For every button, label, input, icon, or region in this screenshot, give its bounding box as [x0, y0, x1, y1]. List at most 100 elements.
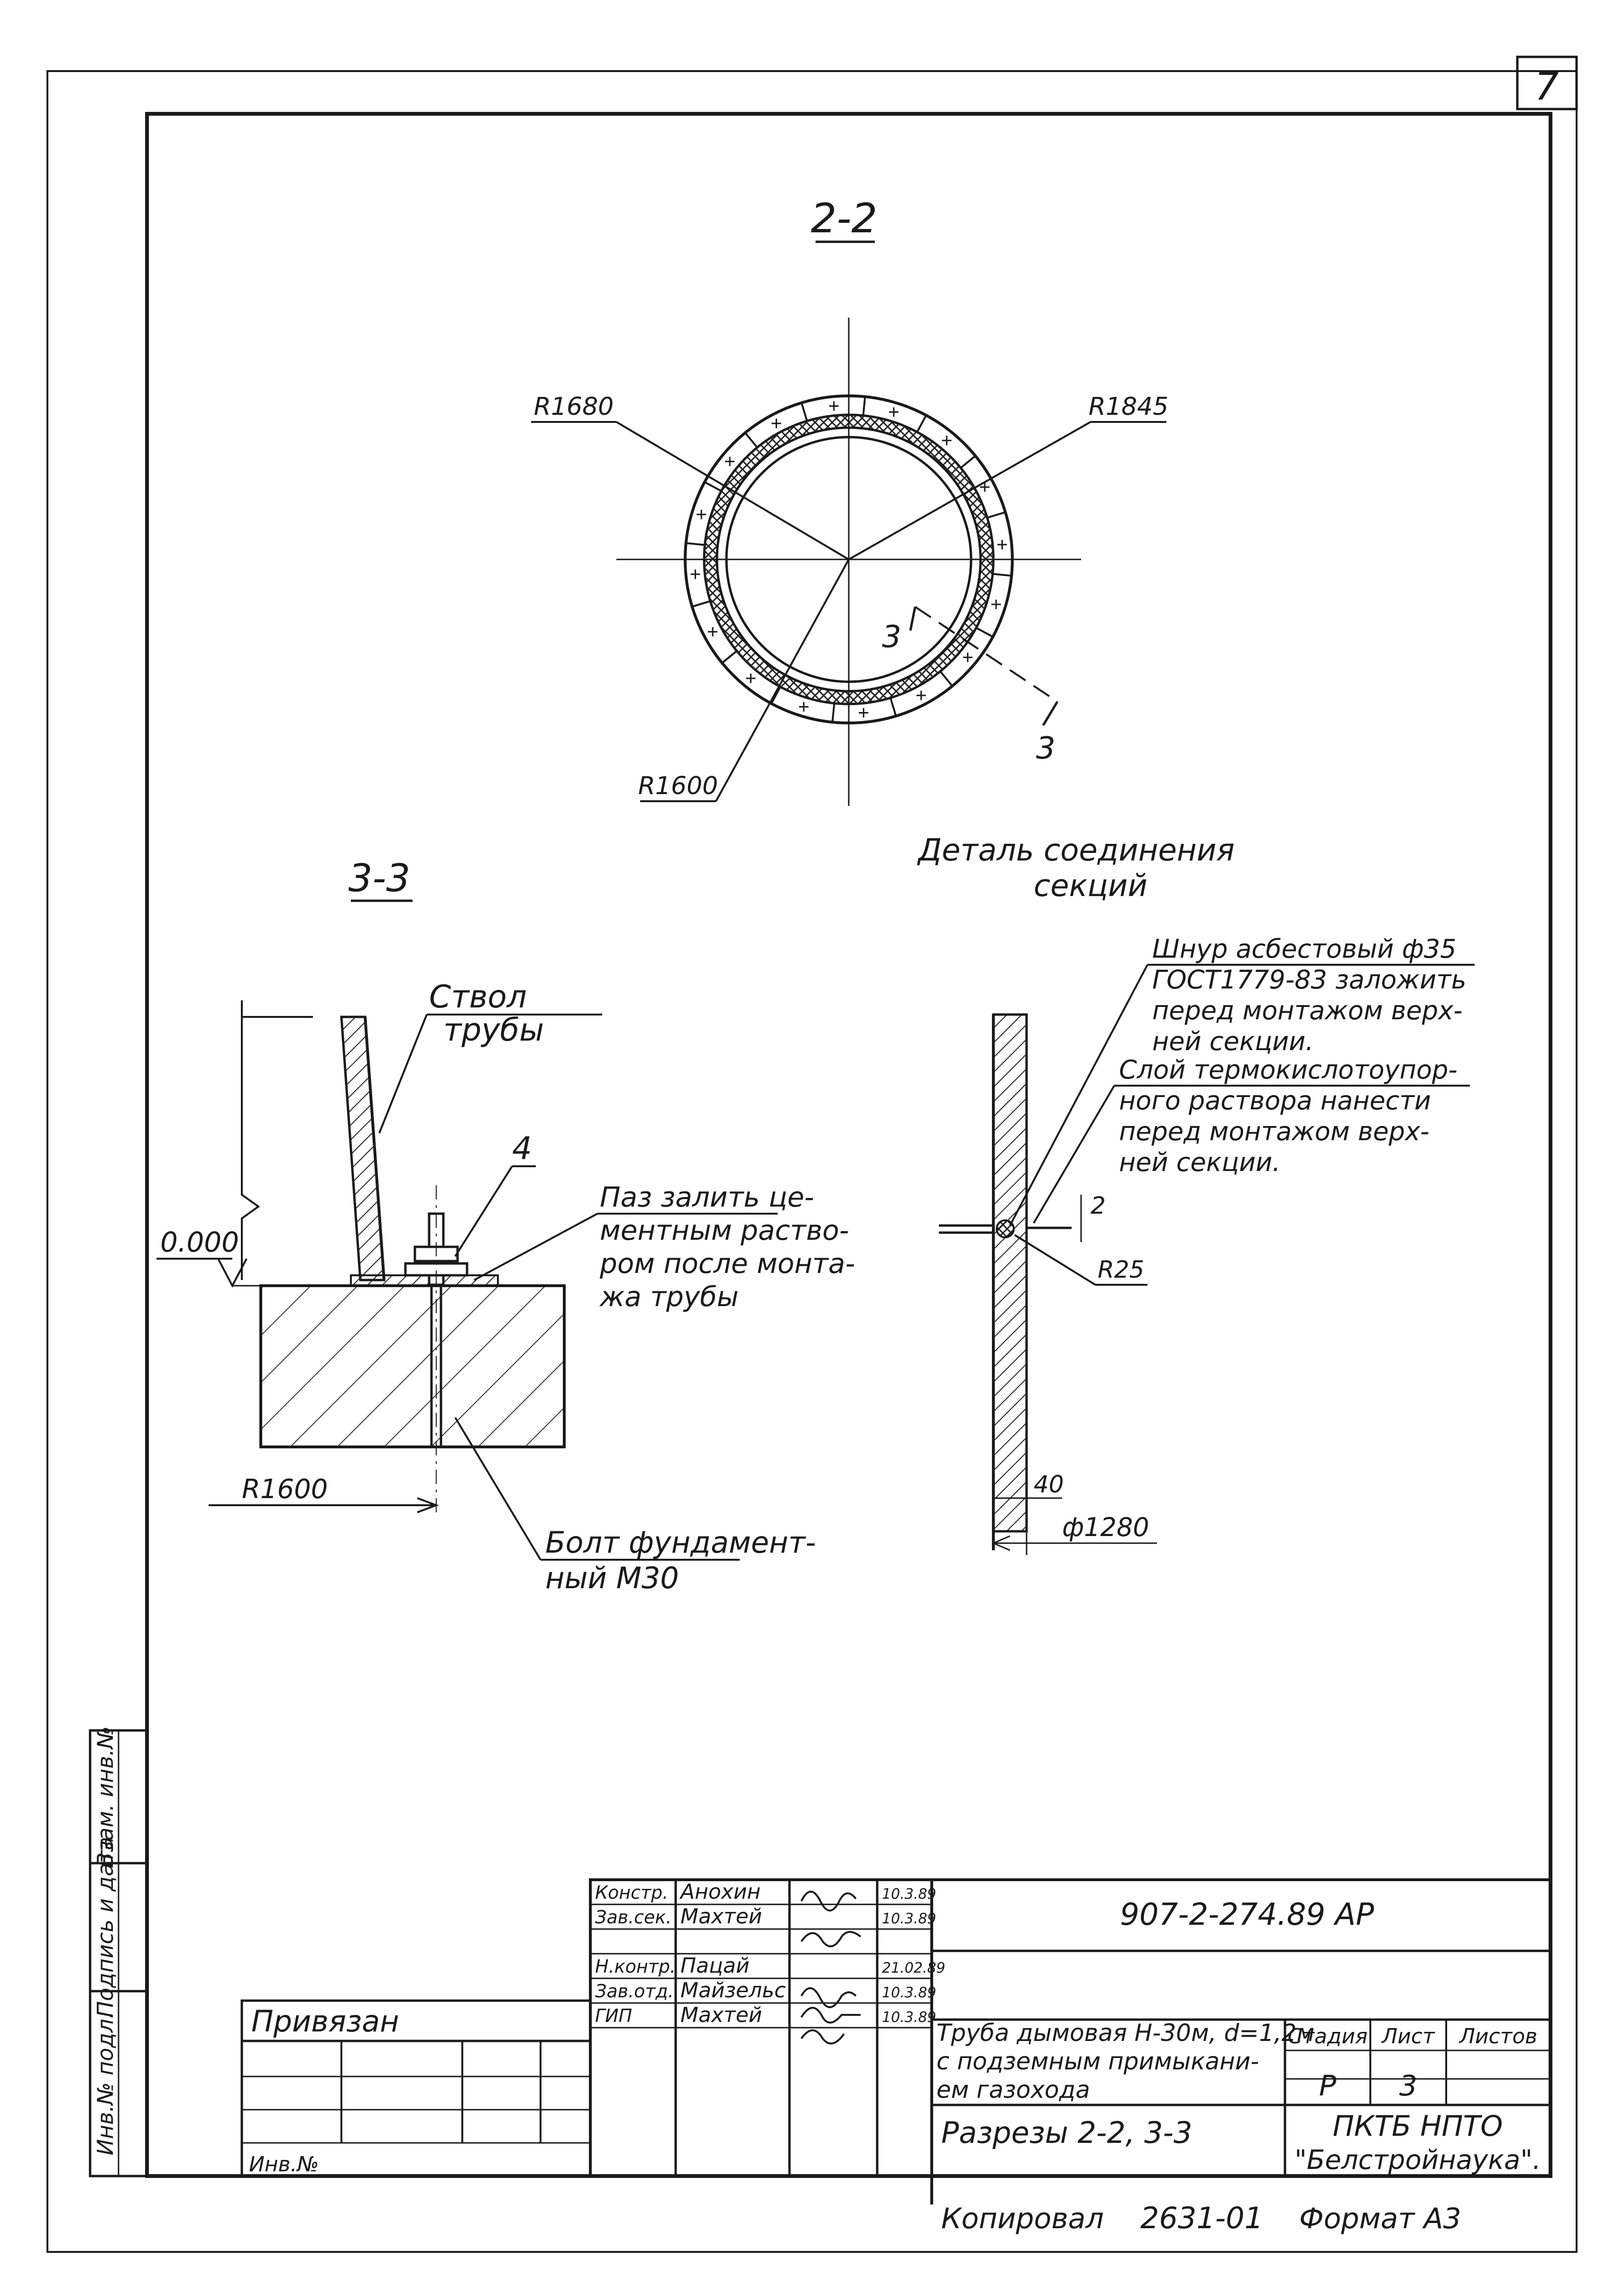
date-cell: 10.3.89	[882, 1886, 936, 1903]
stage-value: Р	[1319, 2069, 1337, 2103]
ring-plus-mark	[708, 627, 718, 637]
cut-mark-upper: 3	[882, 620, 901, 655]
grout-note-3: ром после монта-	[599, 1247, 855, 1280]
cord-note-2: ГОСТ1779-83 заложить	[1152, 965, 1466, 995]
ring-tick	[992, 573, 1012, 577]
radius-r1600-section: R1600	[242, 1474, 328, 1505]
sheet-header: Лист	[1381, 2024, 1435, 2049]
date-cell: 10.3.89	[882, 1985, 936, 2001]
shaft-label-1: Ствол	[429, 979, 527, 1015]
object-line-3: ем газохода	[936, 2076, 1090, 2104]
sheet-number: 7	[1535, 64, 1559, 109]
role-cell: Зав.сек.	[595, 1907, 671, 1928]
dim-small-2: 2	[1091, 1192, 1106, 1219]
shaft-label-2: трубы	[443, 1012, 544, 1048]
ring-plus-mark	[997, 540, 1007, 549]
ring-tick	[771, 686, 781, 704]
ring-plus-mark	[942, 436, 952, 446]
side-stamp-inv: Инв.№ подл.	[92, 2012, 118, 2156]
ring-tick	[692, 600, 711, 608]
ring-plus-mark	[799, 702, 809, 712]
level-mark: 0.000	[160, 1226, 239, 1258]
radius-r1680: R1680	[534, 393, 614, 421]
object-line-1: Труба дымовая Н-30м, d=1,2м	[936, 2019, 1314, 2047]
mortar-note-2: ного раствора нанести	[1119, 1086, 1431, 1116]
name-cell: Анохин	[679, 1880, 761, 1904]
sheets-header: Листов	[1459, 2024, 1537, 2049]
cut-mark-lower: 3	[1036, 731, 1055, 766]
radius-r1600: R1600	[638, 772, 718, 800]
sheet-value: 3	[1399, 2069, 1417, 2103]
cord-note-3: перед монтажом верх-	[1152, 996, 1463, 1025]
ring-plus-mark	[725, 457, 735, 467]
diameter-1280: ф1280	[1062, 1512, 1149, 1542]
detail-title-2: секций	[1034, 869, 1147, 904]
ring-plus-mark	[991, 599, 1001, 609]
privyazan-label: Привязан	[251, 2004, 399, 2039]
drawing-title: Разрезы 2-2, 3-3	[941, 2115, 1192, 2150]
callout-4: 4	[512, 1130, 532, 1167]
inv-label: Инв.№	[249, 2152, 319, 2177]
ring-tick	[744, 432, 758, 448]
ring-tick	[831, 703, 835, 723]
object-line-2: с подземным примыкани-	[936, 2048, 1259, 2075]
side-stamp-sign: Подпись и дата	[92, 1837, 118, 2017]
footer-format: Формат А3	[1299, 2202, 1461, 2235]
ring-plus-mark	[771, 419, 781, 429]
date-cell: 21.02.89	[882, 1960, 945, 1976]
ring-tick	[975, 627, 993, 638]
ring-plus-mark	[690, 569, 700, 579]
section-3-3: 3-3 Ствол трубы 4 Паз залить це- мент	[156, 856, 855, 1595]
radius-r1845: R1845	[1089, 393, 1168, 421]
bolt-label-2: ный М30	[545, 1561, 679, 1595]
ring-section-ticks	[686, 396, 1012, 723]
name-cell: Пацай	[680, 1954, 750, 1978]
role-cell: Н.контр.	[595, 1956, 676, 1977]
footer-copied: Копировал	[941, 2202, 1104, 2235]
ring-plus-mark	[697, 510, 706, 520]
signatures	[800, 1891, 862, 2045]
stage-header: Стадия	[1288, 2024, 1368, 2049]
org-line-2: "Белстройнаука".	[1294, 2145, 1541, 2176]
name-cell: Махтей	[680, 2003, 762, 2027]
ring-tick	[862, 396, 866, 416]
detail-title-1: Деталь соединения	[917, 833, 1235, 868]
doc-code: 907-2-274.89 АР	[1120, 1897, 1374, 1932]
radius-r25: R25	[1098, 1256, 1144, 1283]
ring-tick	[704, 481, 722, 492]
role-cell: Зав.отд.	[595, 1981, 674, 2002]
ring-plus-mark	[829, 401, 839, 411]
cord-note-1: Шнур асбестовый ф35	[1152, 934, 1457, 964]
section-2-2-title: 2-2	[811, 195, 877, 242]
mortar-note-4: ней секции.	[1119, 1147, 1280, 1177]
dim-wall-40: 40	[1034, 1471, 1064, 1498]
bolt-label-1: Болт фундамент-	[545, 1525, 816, 1560]
detail-section-joint: Деталь соединения секций Шнур асбестовый…	[917, 833, 1475, 1555]
footer-code: 2631-01	[1140, 2201, 1263, 2235]
mortar-note-3: перед монтажом верх-	[1119, 1116, 1430, 1146]
ring-tick	[987, 511, 1006, 519]
grout-note-2: ментным раство-	[600, 1214, 849, 1246]
ring-plus-mark	[746, 673, 756, 683]
date-cell: 10.3.89	[882, 1911, 936, 1927]
section-2-2: 2-2 R1680 R1845 R1600 3 3	[531, 195, 1168, 806]
mortar-note-1: Слой термокислотоупор-	[1119, 1055, 1458, 1085]
ring-plus-mark	[916, 690, 926, 700]
role-cell: ГИП	[595, 2005, 632, 2026]
grout-note-4: жа трубы	[599, 1281, 739, 1313]
sheet-number-box	[1516, 55, 1578, 110]
grout-note-1: Паз залить це-	[600, 1181, 814, 1213]
ring-tick	[800, 402, 808, 421]
date-cell: 10.3.89	[882, 2009, 936, 2026]
ring-tick	[686, 542, 705, 546]
ring-plus-mark	[980, 482, 990, 492]
ring-tick	[960, 455, 976, 469]
name-cell: Майзельс	[680, 1978, 786, 2003]
side-stamp: Инв.№ подл. Подпись и дата Взам. инв.№	[89, 1726, 148, 2177]
ring-plus-mark	[963, 652, 973, 662]
ring-tick	[721, 650, 738, 664]
ring-plus-mark	[859, 708, 869, 718]
role-cell: Констр.	[595, 1882, 668, 1903]
